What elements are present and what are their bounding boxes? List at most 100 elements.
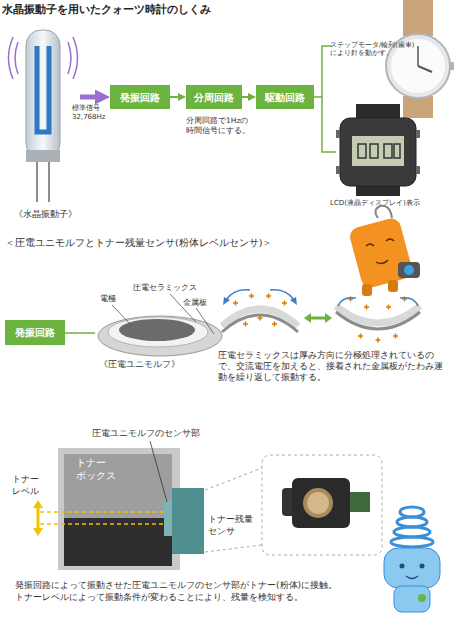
unimorph-disc (98, 316, 222, 356)
toner-box-drawing (58, 448, 180, 570)
crystal-oscillator (26, 30, 60, 158)
process-box: 発振回路 (110, 85, 170, 109)
toner-box-drawing (40, 523, 172, 525)
process-box: 分周回路 (186, 85, 242, 109)
analog-watch (417, 46, 419, 66)
double-arrow (325, 313, 332, 323)
bending-illustration (338, 298, 356, 306)
toner-box-drawing (64, 518, 172, 566)
crystal-oscillator (37, 46, 49, 132)
double-arrow (310, 317, 326, 320)
digital-watch (358, 144, 366, 158)
analog-watch (386, 0, 454, 118)
analog-watch (449, 62, 454, 70)
mascot (404, 265, 414, 275)
node-text: 《水晶振動子》 (10, 209, 80, 220)
sensor-callout (307, 492, 329, 514)
analog-watch (418, 66, 432, 72)
sensor-callout (348, 492, 370, 512)
part-label: 圧電ユニモルフのセンサ部 (92, 428, 200, 440)
node-text: 発振回路 (110, 85, 170, 109)
bending-illustration (222, 290, 420, 343)
sensor-block: トナー残量 センサ (172, 488, 204, 554)
bending-illustration (233, 294, 287, 306)
crystal-oscillator (26, 150, 60, 162)
digital-watch (352, 136, 404, 166)
toner-box-drawing (33, 441, 180, 570)
bending-illustration (222, 315, 298, 332)
unimorph-disc (108, 317, 208, 347)
output-bracket (314, 46, 336, 152)
unimorph-disc (119, 319, 195, 341)
bending-illustration (358, 334, 398, 343)
double-arrow (304, 313, 311, 323)
digital-watch (370, 144, 378, 158)
sensor-callout (292, 478, 350, 528)
toner-box-drawing (64, 454, 172, 566)
analog-watch (403, 96, 433, 118)
edge-label: 標準信号 32,768Hz (72, 104, 112, 122)
mascot (418, 594, 426, 602)
mascot (384, 507, 440, 612)
mascot (366, 239, 394, 246)
crystal-oscillator (36, 162, 38, 202)
part-label: 圧電セラミックス (133, 283, 197, 293)
title: 水晶振動子を用いたクォーツ時計のしくみ (2, 3, 211, 17)
sensor-callout (205, 455, 382, 555)
node-text: 分周回路 (186, 85, 242, 109)
annotation-text: 分周回路で1Hzの 時間信号にする。 (186, 116, 266, 136)
crystal-oscillator (9, 30, 78, 202)
crystal-oscillator (48, 162, 50, 202)
mascot (362, 284, 372, 296)
digital-watch (416, 166, 420, 174)
bending-illustration (400, 298, 418, 306)
part-label: 電極 (100, 294, 116, 304)
bending-illustration (290, 297, 297, 305)
unimorph-disc (98, 316, 222, 356)
toner-box-drawing (33, 500, 43, 508)
mascot (384, 548, 440, 588)
mascot (348, 216, 414, 289)
node-text: 《圧電ユニモルフ》 (99, 359, 180, 370)
crystal-oscillator (68, 37, 78, 79)
toner-box-drawing (33, 528, 43, 536)
sensor-callout (262, 455, 382, 555)
toner-box: トナー ボックス (58, 448, 180, 570)
leader-line (170, 294, 196, 322)
connector (170, 96, 180, 98)
connector (80, 95, 100, 100)
leader-line (196, 308, 214, 334)
bending-illustration (243, 316, 277, 327)
note-text: 発振回路によって振動させた圧電ユニモルフのセンサ部がトナー(粉体)に接触。トナー… (15, 580, 345, 603)
mascot (398, 262, 420, 278)
connector (242, 96, 250, 98)
mascot (391, 537, 433, 547)
part-label: トナー レベル (12, 474, 46, 497)
toner-box-drawing (40, 511, 172, 513)
bending-illustration (348, 297, 407, 310)
node-text: トナー残量 センサ (208, 514, 258, 537)
process-box: 駆動回路 (256, 85, 314, 109)
bending-illustration (270, 290, 294, 300)
digital-watch (416, 130, 420, 138)
sensor-callout (205, 545, 262, 552)
leader-line (112, 294, 214, 334)
mascot (348, 206, 420, 296)
double-arrow (304, 313, 332, 323)
mascot (420, 564, 425, 569)
mascot (406, 576, 418, 579)
mascot (400, 564, 405, 569)
digital-watch (336, 104, 420, 196)
digital-watch (340, 118, 416, 186)
node-text: 駆動回路 (256, 85, 314, 109)
analog-watch (391, 39, 445, 93)
digital-watch (336, 130, 340, 138)
bending-illustration (336, 312, 420, 329)
sensor-callout (303, 488, 333, 518)
node-text: トナー ボックス (76, 456, 124, 482)
output-bracket (314, 46, 336, 152)
analog-watch (386, 34, 450, 98)
process-box: 発振回路 (5, 320, 65, 345)
note-text: 圧電セラミックスは厚み方向に分極処理されているので、交流電圧を加えると、接着され… (218, 350, 446, 383)
